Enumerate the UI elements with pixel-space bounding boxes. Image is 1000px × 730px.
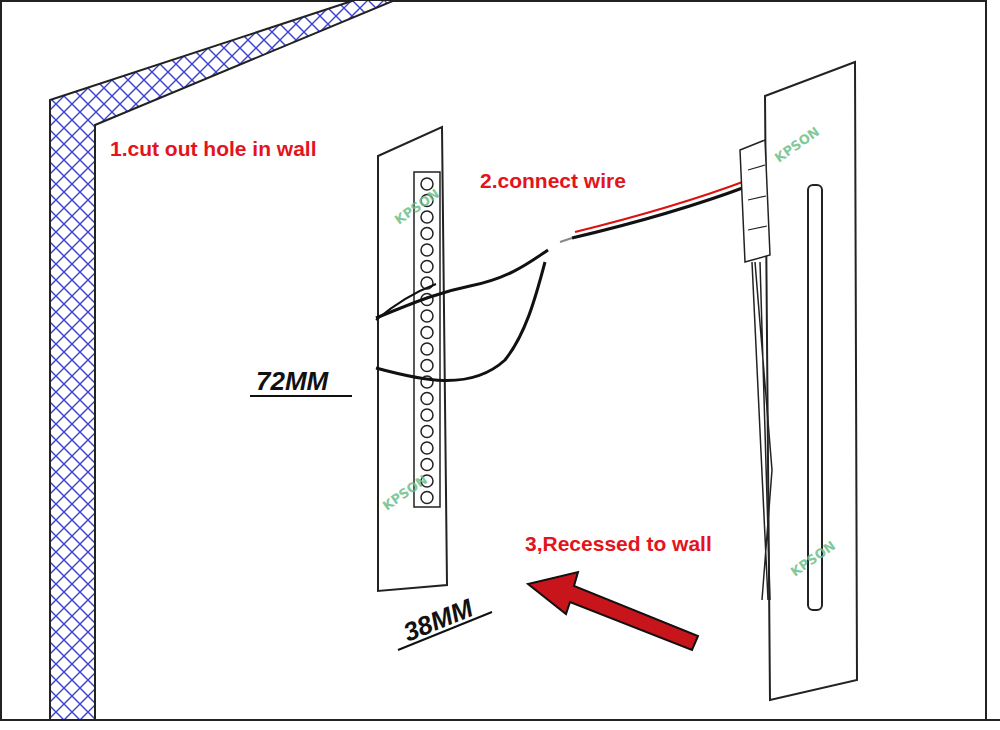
led-dot xyxy=(421,261,433,273)
led-dot xyxy=(421,360,433,372)
wire xyxy=(376,250,548,318)
wire xyxy=(376,284,436,320)
wire xyxy=(376,262,545,381)
led-dot xyxy=(421,310,433,322)
led-dot xyxy=(421,228,433,240)
led-dot xyxy=(421,327,433,339)
floor-line xyxy=(0,719,1000,721)
led-dot xyxy=(421,492,433,504)
room-frame xyxy=(1,1,986,720)
led-dot xyxy=(421,409,433,421)
fixture-body xyxy=(740,140,770,262)
led-dot xyxy=(421,211,433,223)
dimension-label: 72MM xyxy=(256,367,328,396)
step-label: 3,Recessed to wall xyxy=(525,532,712,555)
led-dot xyxy=(421,442,433,454)
led-dot xyxy=(421,426,433,438)
wire-end xyxy=(560,238,572,242)
wall-section xyxy=(50,0,395,720)
wall-cutout xyxy=(378,127,447,591)
led-strip xyxy=(414,172,440,507)
led-dots xyxy=(421,178,433,504)
step-label: 1.cut out hole in wall xyxy=(110,137,317,160)
fixture-detail xyxy=(748,165,767,230)
insert-arrow xyxy=(528,572,698,650)
light-faceplate xyxy=(765,62,857,700)
led-dot xyxy=(421,393,433,405)
led-dot xyxy=(421,343,433,355)
spring-clip xyxy=(752,262,772,600)
led-dot xyxy=(421,244,433,256)
dimension-label: 38MM xyxy=(399,594,477,648)
wire xyxy=(572,186,748,238)
step-label: 2.connect wire xyxy=(480,169,626,192)
led-dot xyxy=(421,459,433,471)
